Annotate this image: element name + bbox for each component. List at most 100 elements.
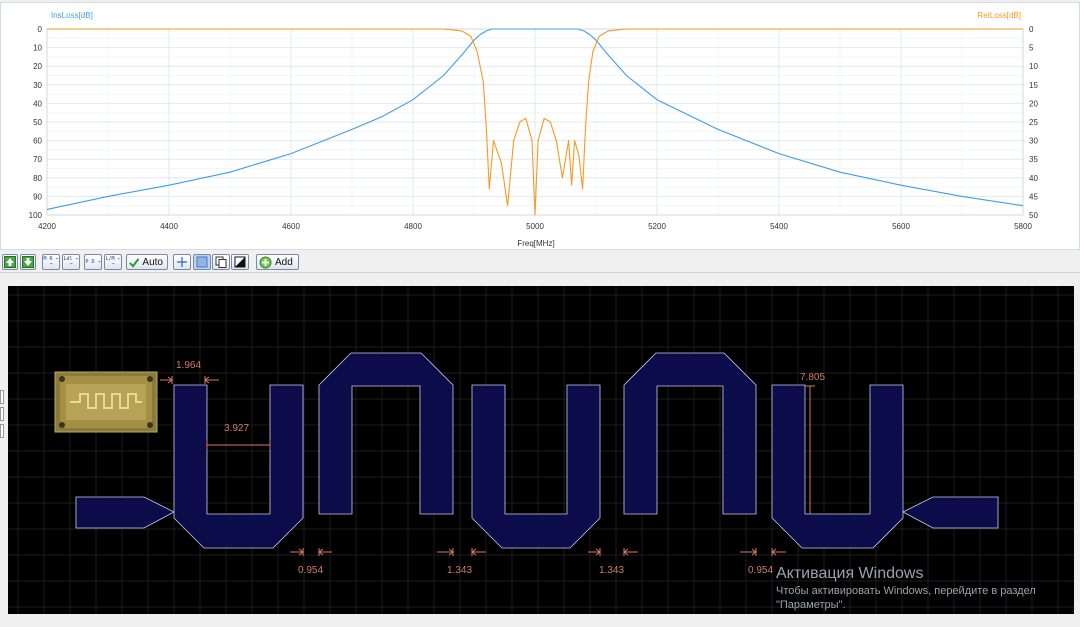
left-feed-line <box>75 496 175 529</box>
resonator-2 <box>318 352 454 515</box>
delta-marker-icon: Ldl ← → <box>63 256 79 267</box>
x-tick-label: 5000 <box>526 222 544 231</box>
resonator-4 <box>623 352 757 515</box>
peak-detect-icon: P D → <box>85 258 101 265</box>
green-up-arrow-icon <box>4 256 16 268</box>
move-down-button[interactable] <box>20 254 36 270</box>
resonator-1 <box>173 384 304 549</box>
watermark-line-2: "Параметры". <box>776 599 846 611</box>
y-left-tick-label: 20 <box>33 62 42 71</box>
dim-1964: 1.964 <box>160 360 219 384</box>
x-axis-label: Freq[MHz] <box>517 239 554 248</box>
y-left-tick-label: 70 <box>33 155 42 164</box>
crosshair-icon <box>177 257 187 267</box>
peak-detect-button[interactable]: P D → <box>84 254 102 270</box>
dim-0954-left: 0.954 <box>290 548 332 576</box>
checkmark-icon <box>129 257 140 268</box>
y-right-tick-label: 25 <box>1029 118 1038 127</box>
y-left-tick-label: 60 <box>33 137 42 146</box>
pcb-photo-thumbnail <box>54 371 158 433</box>
y-left-tick-label: 40 <box>33 99 42 108</box>
watermark-line-1: Чтобы активировать Windows, перейдите в … <box>776 585 1036 597</box>
y-right-tick-label: 45 <box>1029 192 1038 201</box>
dim-label-3927: 3.927 <box>224 423 249 434</box>
dim-1343-right: 1.343 <box>588 548 638 576</box>
series-insloss-line <box>46 28 1024 210</box>
dim-0954-right: 0.954 <box>740 548 786 576</box>
y-right-tick-label: 35 <box>1029 155 1038 164</box>
dim-label-1343-right: 1.343 <box>599 565 624 576</box>
filter-conductors <box>75 352 999 549</box>
resonator-5 <box>771 384 904 549</box>
y-right-tick-label: 5 <box>1029 44 1034 53</box>
dim-7805: 7.805 <box>800 372 825 514</box>
move-up-button[interactable] <box>2 254 18 270</box>
add-trace-label: Add <box>275 256 293 268</box>
bottom-status-strip <box>0 616 1080 627</box>
chart-ticks: 0102030405060708090100051015202530354045… <box>29 25 1039 231</box>
copy-button[interactable] <box>212 254 230 270</box>
y-right-tick-label: 50 <box>1029 211 1038 220</box>
resonator-3 <box>471 384 601 549</box>
dim-3927: 3.927 <box>206 423 271 450</box>
plus-icon <box>259 256 272 268</box>
y-right-tick-label: 0 <box>1029 25 1034 34</box>
auto-scale-button[interactable]: Auto <box>126 254 168 270</box>
fill-area-button[interactable] <box>193 254 211 270</box>
y-left-tick-label: 0 <box>38 25 43 34</box>
filter-layout[interactable]: 1.964 3.927 7.805 0.954 1.343 <box>8 286 1074 614</box>
green-down-arrow-icon <box>22 256 34 268</box>
x-tick-label: 4400 <box>160 222 178 231</box>
response-chart: 0102030405060708090100051015202530354045… <box>29 11 1039 248</box>
y-left-tick-label: 90 <box>33 192 42 201</box>
x-tick-label: 4600 <box>282 222 300 231</box>
side-tab-3[interactable] <box>0 424 4 438</box>
y-right-tick-label: 15 <box>1029 81 1038 90</box>
dim-label-0954-right: 0.954 <box>748 565 773 576</box>
dimension-annotations: 1.964 3.927 7.805 0.954 1.343 <box>160 360 825 576</box>
contrast-icon <box>234 256 246 268</box>
y-right-tick-label: 10 <box>1029 62 1038 71</box>
marker-mode-button[interactable]: M R ← → <box>42 254 60 270</box>
layout-view[interactable]: 1.964 3.927 7.805 0.954 1.343 <box>8 286 1074 614</box>
watermark-title: Активация Windows <box>776 565 924 582</box>
dim-1343-left: 1.343 <box>437 548 486 576</box>
side-tab-1[interactable] <box>0 390 4 404</box>
toolbar-divider <box>0 272 1080 273</box>
y-left-tick-label: 80 <box>33 174 42 183</box>
blue-square-icon <box>196 256 208 268</box>
x-tick-label: 5200 <box>648 222 666 231</box>
right-feed-line <box>902 496 999 529</box>
y-right-tick-label: 20 <box>1029 99 1038 108</box>
dim-label-0954-left: 0.954 <box>298 565 323 576</box>
dim-label-1964: 1.964 <box>176 360 201 371</box>
windows-activation-watermark: Активация Windows Чтобы активировать Win… <box>776 564 1080 612</box>
x-tick-label: 4200 <box>38 222 56 231</box>
limit-marker-button[interactable]: L/M ← → <box>104 254 122 270</box>
side-tab-2[interactable] <box>0 407 4 421</box>
limit-marker-icon: L/M ← → <box>105 256 121 267</box>
x-tick-label: 5400 <box>770 222 788 231</box>
delta-marker-button[interactable]: Ldl ← → <box>62 254 80 270</box>
add-trace-button[interactable]: Add <box>256 254 299 270</box>
chart-toolbar: M R ← → Ldl ← → P D → L/M ← → Auto Add <box>0 252 1080 272</box>
x-tick-label: 4800 <box>404 222 422 231</box>
copy-icon <box>215 256 227 268</box>
y-right-tick-label: 30 <box>1029 137 1038 146</box>
marker-mode-icon: M R ← → <box>43 256 59 267</box>
y-left-tick-label: 50 <box>33 118 42 127</box>
x-tick-label: 5800 <box>1014 222 1032 231</box>
y-left-tick-label: 10 <box>33 44 42 53</box>
invert-colors-button[interactable] <box>231 254 249 270</box>
chart-series <box>46 28 1024 216</box>
series-retloss-line <box>47 28 1023 216</box>
dim-label-7805: 7.805 <box>800 372 825 383</box>
auto-scale-label: Auto <box>142 256 163 268</box>
chart-grid <box>46 28 1024 216</box>
dim-label-1343-left: 1.343 <box>447 565 472 576</box>
y-left-tick-label: 30 <box>33 81 42 90</box>
left-axis-label: InsLoss[dB] <box>51 11 93 20</box>
crosshair-button[interactable] <box>173 254 191 270</box>
y-right-tick-label: 40 <box>1029 174 1038 183</box>
